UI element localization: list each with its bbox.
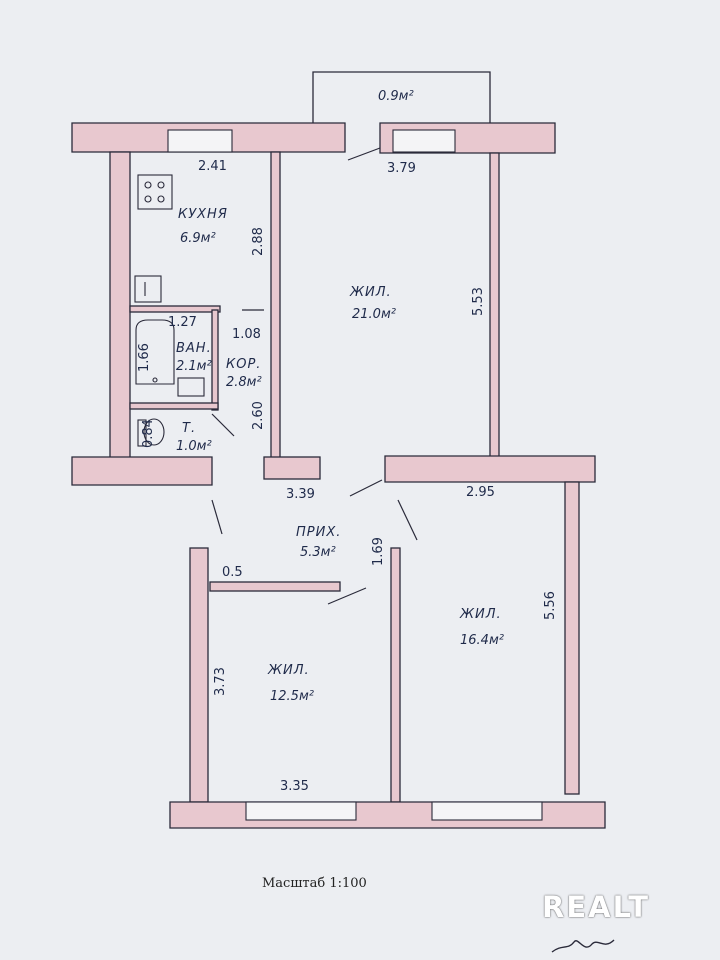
stove bbox=[137, 174, 173, 210]
wall-living1-right bbox=[489, 152, 500, 459]
toilet-name: Т. bbox=[182, 421, 197, 436]
living1-area: 21.0м² bbox=[352, 307, 396, 322]
washbasin bbox=[177, 377, 205, 397]
wall-middle-right bbox=[384, 455, 596, 483]
brand-watermark: REALT bbox=[542, 890, 651, 924]
windows bbox=[167, 129, 543, 821]
living1-length: 5.53 bbox=[471, 287, 486, 316]
living3-name: ЖИЛ. bbox=[460, 607, 502, 622]
window-kitchen bbox=[167, 129, 233, 153]
toilet-length: 0.84 bbox=[141, 419, 156, 448]
kitchen-area: 6.9м² bbox=[180, 231, 216, 246]
wall-middle-block bbox=[263, 456, 321, 480]
wall-kitchen-left bbox=[109, 151, 131, 459]
hall-length: 1.69 bbox=[371, 537, 386, 566]
hall-area: 5.3м² bbox=[300, 545, 336, 560]
living1-width: 3.79 bbox=[387, 161, 416, 176]
kitchen-length: 2.88 bbox=[251, 227, 266, 256]
wall-hall-living2 bbox=[209, 581, 341, 592]
balcony-area: 0.9м² bbox=[378, 89, 414, 104]
living3-length: 5.56 bbox=[543, 591, 558, 620]
walls bbox=[71, 122, 606, 829]
wall-middle-left bbox=[71, 456, 213, 486]
corridor-width: 1.08 bbox=[232, 327, 261, 342]
signature-mark bbox=[551, 939, 615, 953]
window-living2 bbox=[245, 801, 357, 821]
balcony bbox=[312, 71, 491, 123]
wall-living3-right bbox=[564, 481, 580, 795]
hall-name: ПРИХ. bbox=[296, 525, 342, 540]
window-living3 bbox=[431, 801, 543, 821]
window-living1 bbox=[392, 129, 456, 153]
wall-kitchen-living bbox=[270, 151, 281, 459]
wall-living2-living3 bbox=[390, 547, 401, 803]
hall-width: 3.39 bbox=[286, 487, 315, 502]
kitchen-name: КУХНЯ bbox=[178, 207, 228, 222]
wall-lower-left bbox=[189, 547, 209, 803]
living3-width: 2.95 bbox=[466, 485, 495, 500]
bath-area: 2.1м² bbox=[176, 359, 212, 374]
scale-label: Масштаб 1:100 bbox=[262, 876, 367, 891]
doors bbox=[211, 147, 418, 605]
living1-name: ЖИЛ. bbox=[350, 285, 392, 300]
living3-area: 16.4м² bbox=[460, 633, 504, 648]
bath-length: 1.66 bbox=[137, 343, 152, 372]
kitchen-width: 2.41 bbox=[198, 159, 227, 174]
toilet-area: 1.0м² bbox=[176, 439, 212, 454]
wall-bath-partition bbox=[129, 305, 221, 313]
living2-name: ЖИЛ. bbox=[268, 663, 310, 678]
bath-width: 1.27 bbox=[168, 315, 197, 330]
living2-width: 3.35 bbox=[280, 779, 309, 794]
kitchen-sink bbox=[134, 275, 162, 303]
fixtures bbox=[134, 174, 205, 447]
living2-length: 3.73 bbox=[213, 667, 228, 696]
living2-area: 12.5м² bbox=[270, 689, 314, 704]
bathtub bbox=[135, 319, 175, 385]
corridor-area: 2.8м² bbox=[226, 375, 262, 390]
corridor-name: КОР. bbox=[226, 357, 262, 372]
niche-size: 0.5 bbox=[222, 565, 243, 580]
wall-bath-vertical bbox=[211, 309, 219, 411]
toilet-bowl bbox=[143, 418, 165, 446]
bath-name: ВАН. bbox=[176, 341, 212, 356]
wall-wc-partition bbox=[129, 402, 219, 410]
corridor-length: 2.60 bbox=[251, 401, 266, 430]
